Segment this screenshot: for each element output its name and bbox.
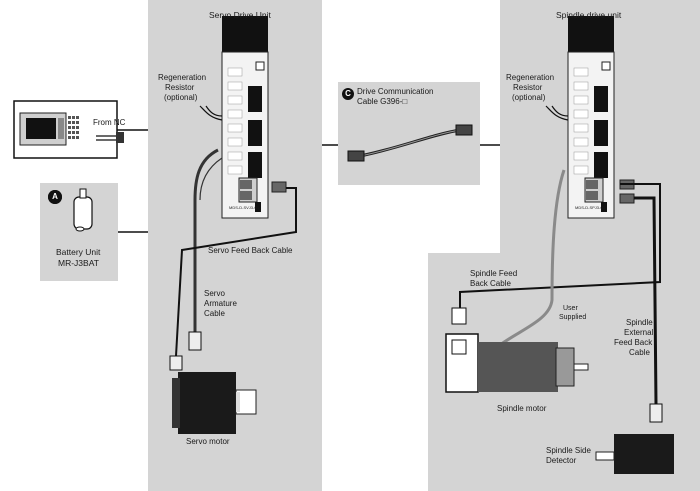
regen-leads-right: [545, 105, 569, 121]
drive-comm-label-2: Cable G396-□: [357, 97, 408, 106]
servo-armature-cable: [188, 148, 223, 351]
spindle-drive-unit-title: Spindle drive unit: [556, 10, 622, 20]
servo-feedback-cable: [175, 187, 297, 357]
battery-badge: A: [48, 190, 62, 204]
servo-armature-label-2: Armature: [204, 299, 237, 308]
drive-comm-badge: C: [342, 88, 354, 100]
servo-armature-label-3: Cable: [204, 309, 225, 318]
spindle-detector-label-2: Detector: [546, 456, 577, 465]
servo-motor-label: Servo motor: [186, 437, 230, 446]
servo-feedback-cable-label: Servo Feed Back Cable: [208, 246, 293, 255]
user-supplied-label-2: Supplied: [559, 314, 587, 321]
nc-box: [13, 100, 124, 159]
drive-comm-cable: [347, 124, 473, 162]
regen-label-left-2: Resistor: [165, 83, 195, 92]
battery-label-2: MR-J3BAT: [58, 258, 99, 268]
spindle-ext-label-4: Cable: [629, 348, 650, 357]
spindle-ext-label-1: Spindle: [626, 318, 653, 327]
regen-leads-left: [199, 105, 223, 121]
user-supplied-cable: [499, 169, 566, 347]
regen-label-left-1: Regeneration: [158, 73, 207, 82]
unit-model-right: MDS-D-SPJ3-03: [575, 205, 605, 210]
servo-armature-label-1: Servo: [204, 289, 225, 298]
regen-label-left-3: (optional): [164, 93, 198, 102]
servo-drive-unit-shape: [221, 16, 287, 219]
battery-label-1: Battery Unit: [56, 247, 101, 257]
spindle-detector-label-1: Spindle Side: [546, 446, 591, 455]
spindle-motor-label: Spindle motor: [497, 404, 547, 413]
spindle-feedback-cable: [459, 183, 661, 308]
regen-label-right-3: (optional): [512, 93, 546, 102]
unit-model-left: MDS-D-SVJ3-03: [229, 205, 259, 210]
spindle-ext-label-3: Feed Back: [614, 338, 653, 347]
spindle-ext-label-2: External: [624, 328, 654, 337]
regen-label-right-2: Resistor: [513, 83, 543, 92]
spindle-feedback-label-2: Back Cable: [470, 279, 511, 288]
servo-drive-unit-title: Servo Drive Unit: [209, 10, 271, 20]
spindle-motor-shape: [445, 333, 589, 393]
spindle-feedback-label-1: Spindle Feed: [470, 269, 518, 278]
servo-motor-shape: [172, 372, 257, 434]
from-nc-label: From NC: [93, 118, 126, 127]
drive-comm-label-1: Drive Communication: [357, 87, 434, 96]
spindle-external-feedback-cable: [634, 196, 658, 405]
spindle-drive-unit-shape: [567, 16, 635, 219]
spindle-detector-shape: [595, 434, 674, 474]
regen-label-right-1: Regeneration: [506, 73, 555, 82]
user-supplied-label-1: User: [563, 305, 578, 312]
